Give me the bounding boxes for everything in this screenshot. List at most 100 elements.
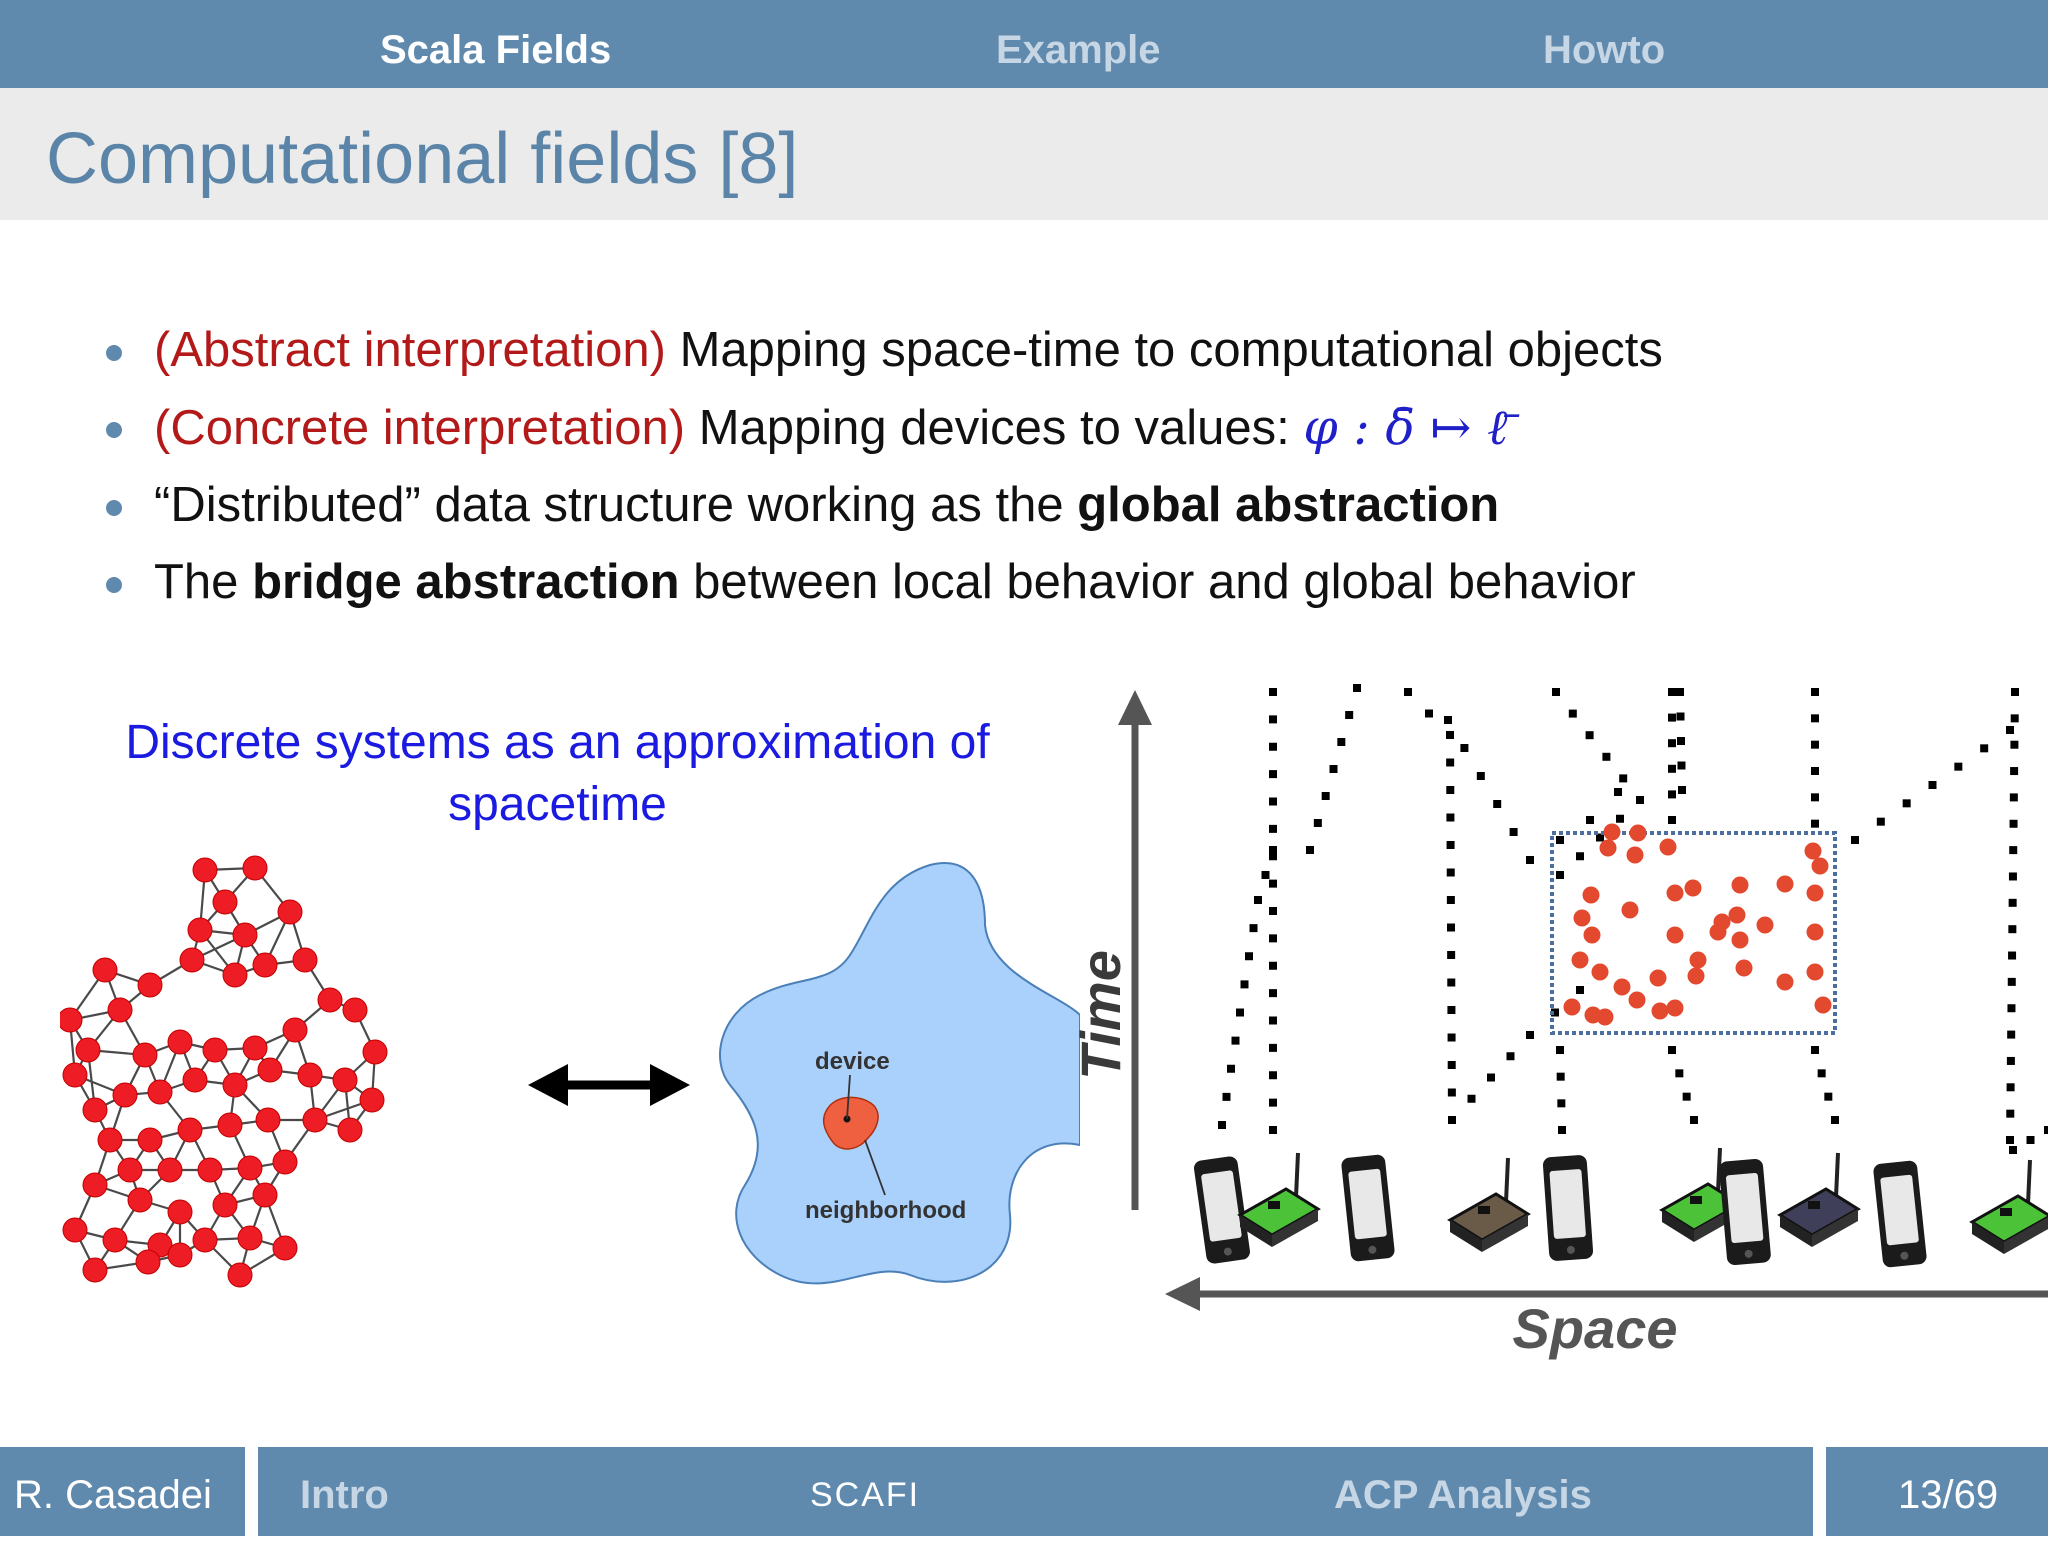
footer-author-panel (0, 1447, 245, 1536)
phone-icon (1719, 1158, 1771, 1266)
worldline-dot (1811, 714, 1819, 723)
field-value-dot (1573, 909, 1591, 927)
graph-node (212, 889, 238, 915)
worldline-dot (1345, 711, 1354, 719)
footer-section-intro[interactable]: Intro (300, 1473, 389, 1517)
worldline-dot (1245, 952, 1253, 961)
graph-node (82, 1172, 108, 1198)
worldline-dot (1668, 790, 1676, 799)
graph-node (332, 1067, 358, 1093)
graph-node (137, 1127, 163, 1153)
field-value-dot (1626, 846, 1644, 864)
worldline-dot (1928, 781, 1937, 789)
graph-node (107, 997, 133, 1023)
worldline-dot (1446, 758, 1455, 767)
worldline-dot (1446, 731, 1454, 739)
worldline-dot (1446, 841, 1455, 849)
figure-caption: Discrete systems as an approximation of … (80, 712, 1035, 836)
graph-node (179, 947, 205, 973)
worldline-dot (1269, 852, 1277, 861)
graph-node (92, 957, 118, 983)
worldline-dot (1447, 978, 1456, 987)
worldline-dot (1614, 788, 1622, 796)
worldline-dot (1980, 744, 1989, 753)
worldline-dot (2010, 714, 2019, 723)
device-blob (822, 1096, 879, 1150)
nav-item-howto[interactable]: Howto (1543, 28, 1666, 72)
worldline-dot (1254, 896, 1262, 904)
graph-node (217, 1112, 243, 1138)
field-value-dot (1629, 824, 1647, 842)
field-value-dot (1649, 969, 1667, 987)
worldline-dot (1269, 879, 1277, 888)
sensor-mote-icon (1777, 1152, 1861, 1247)
graph-node (282, 1017, 308, 1043)
worldline-dot (1425, 709, 1433, 718)
worldline-dot (1811, 793, 1819, 802)
worldline-dot (1447, 951, 1456, 959)
footer-section-scafi[interactable]: SCAFI (810, 1476, 921, 1514)
worldline-dot (2006, 1109, 2015, 1118)
field-value-dot (1591, 963, 1609, 981)
field-value-dot (1806, 963, 1824, 981)
worldline-dot (1487, 1073, 1495, 1082)
field-value-dot (1666, 884, 1684, 902)
field-value-dot (1621, 901, 1639, 919)
field-value-dot (1582, 886, 1600, 904)
graph-node (362, 1039, 388, 1065)
worldline-dot (2009, 846, 2018, 855)
caption-line: Discrete systems as an approximation of (125, 716, 990, 769)
field-value-dot (1776, 973, 1794, 991)
worldline-dot (2006, 1136, 2014, 1144)
worldline-dot (1682, 1092, 1691, 1101)
top-navigation-bar (0, 0, 2048, 88)
space-axis-arrow-icon (1165, 1277, 1200, 1311)
bullet-prefix: (Abstract interpretation) (154, 323, 666, 377)
bullet-prefix: (Concrete interpretation) (154, 401, 686, 455)
worldline-dot (2007, 1030, 2016, 1039)
worldline-dot (1811, 819, 1819, 828)
graph-node (135, 1249, 161, 1275)
graph-node (60, 1007, 83, 1033)
worldline-dot (1526, 856, 1534, 864)
footer-author: R. Casadei (14, 1473, 212, 1517)
worldline-dot (1675, 1069, 1684, 1078)
graph-node (237, 1155, 263, 1181)
worldline-dot (2026, 1136, 2035, 1144)
footer-section-acp[interactable]: ACP Analysis (1334, 1473, 1592, 1517)
phone-icon (1194, 1156, 1250, 1264)
worldline-dot (1902, 799, 1911, 808)
graph-node (212, 1192, 238, 1218)
field-value-dot (1603, 823, 1621, 841)
double-arrow-icon (528, 1064, 690, 1106)
bullet-item: “Distributed” data structure working as … (100, 467, 2000, 544)
worldline-dot (2007, 1004, 2016, 1013)
graph-node (255, 1107, 281, 1133)
worldline-dot (2008, 898, 2017, 907)
field-value-dot (1756, 916, 1774, 934)
worldline-dot (1337, 738, 1346, 746)
graph-node (157, 1157, 183, 1183)
worldline-dot (1493, 800, 1502, 808)
nav-item-scala-fields[interactable]: Scala Fields (380, 28, 612, 72)
spacetime-region: device neighborhood (719, 862, 1080, 1285)
graph-node (82, 1257, 108, 1283)
graph-node (167, 1029, 193, 1055)
bullet-text: Mapping devices to values: (685, 401, 1304, 455)
worldline-dot (1447, 1006, 1456, 1014)
worldline-dot (1227, 1064, 1235, 1073)
nav-item-example[interactable]: Example (996, 28, 1161, 72)
worldline-dot (1447, 1033, 1456, 1042)
worldline-dot (1249, 924, 1258, 933)
worldline-dot (1236, 1008, 1244, 1017)
graph-node (75, 1037, 101, 1063)
worldline-dot (1509, 828, 1518, 836)
sensor-mote-icon (1447, 1157, 1531, 1252)
worldline-dot (1269, 742, 1277, 751)
sensor-mote-icon (1969, 1159, 2048, 1254)
worldline-dot (1269, 907, 1277, 915)
worldline-dot (1444, 716, 1452, 724)
worldline-dot (1602, 752, 1611, 761)
worldline-dot (2006, 726, 2014, 734)
graph-node (337, 1117, 363, 1143)
